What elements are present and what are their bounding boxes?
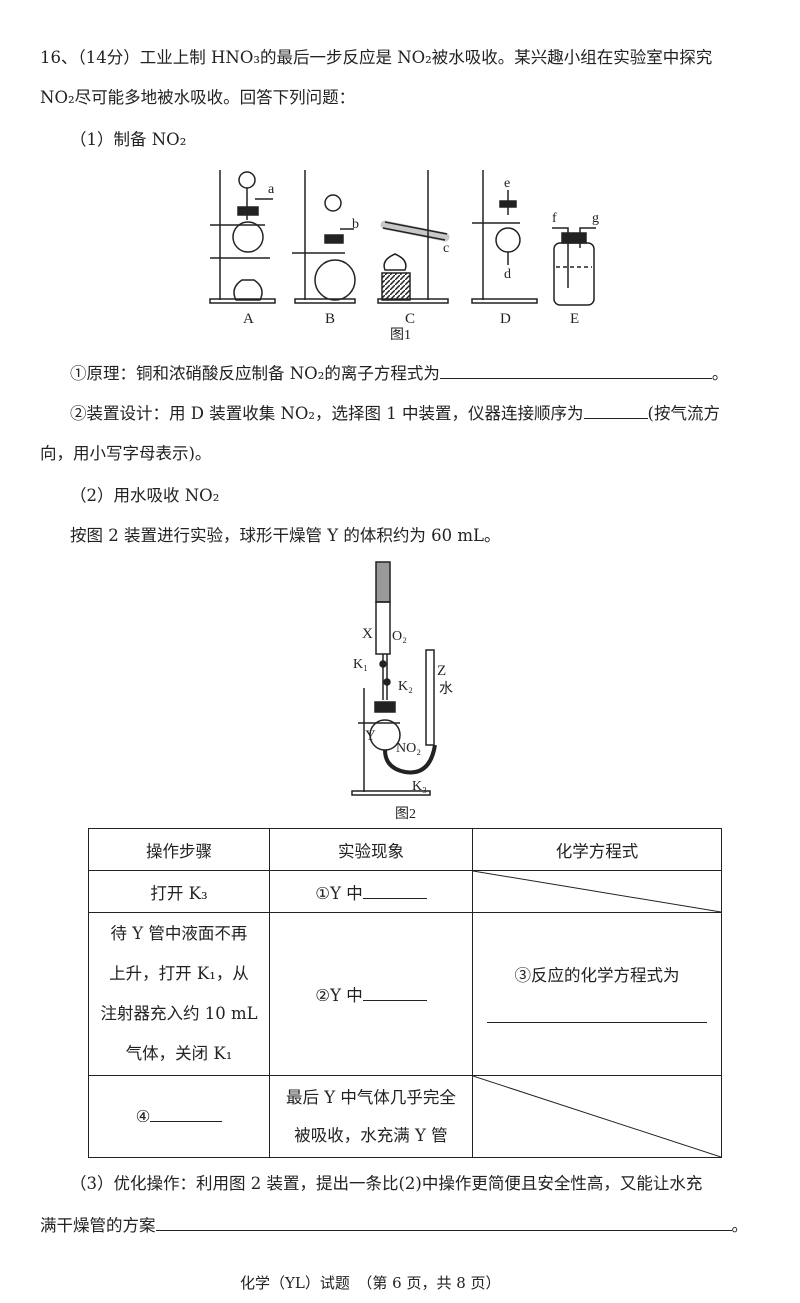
row1-phenomenon: ①Y 中 <box>269 870 473 913</box>
q1-label: ①原理：铜和浓硝酸反应制备 NO₂的离子方程式为 <box>70 364 440 383</box>
part3-text: （3）优化操作：利用图 2 装置，提出一条比(2)中操作更简便且安全性高，又能让… <box>70 1174 703 1193</box>
port-g: g <box>592 211 599 226</box>
q2-answer-blank[interactable] <box>583 404 648 419</box>
q2-text-cont: 向，用小写字母表示)。 <box>40 444 212 463</box>
part2-title: （2）用水吸收 NO₂ <box>70 486 220 505</box>
question-line-1: 16、（14分）工业上制 HNO₃的最后一步反应是 NO₂被水吸收。某兴趣小组在… <box>40 48 713 67</box>
fig1-label-d-device: D <box>500 311 511 327</box>
fig1-caption: 图1 <box>390 328 411 340</box>
row3-phenomenon-line: 最后 Y 中气体几乎完全 <box>286 1087 456 1107</box>
row3-answer-blank[interactable] <box>150 1107 223 1122</box>
part3-text-cont: 满干燥管的方案 。 <box>40 1212 748 1236</box>
row2-step-line: 上升，打开 K₁，从 <box>109 964 249 983</box>
experiment-table: 操作步骤 实验现象 化学方程式 打开 K₃ ①Y 中 待 Y 管中液面不再 上升… <box>88 828 722 1158</box>
part3-end: 。 <box>731 1216 749 1235</box>
q2-text: ②装置设计：用 D 装置收集 NO₂，选择图 1 中装置，仪器连接顺序为 (按气流… <box>70 400 720 424</box>
row1-answer-blank[interactable] <box>362 884 427 899</box>
question-line-2: NO₂尽可能多地被水吸收。回答下列问题： <box>40 88 356 107</box>
port-b: b <box>352 217 359 232</box>
label-o2: O₂ <box>392 629 407 644</box>
table-row: ④ 最后 Y 中气体几乎完全 被吸收，水充满 Y 管 <box>88 1075 722 1158</box>
q1-text: ①原理：铜和浓硝酸反应制备 NO₂的离子方程式为 。 <box>70 360 728 384</box>
figure-2-apparatus: X O₂ K₁ K₂ Z 水 Y NO₂ K₃ 图2 <box>340 560 480 822</box>
row2-equation: ③反应的化学方程式为 <box>472 912 722 1076</box>
figure-1-apparatus: A B C D E a b c d e f g 图1 <box>200 155 620 340</box>
row2-equation-blank[interactable] <box>487 1008 707 1023</box>
row3-phenomenon-line: 被吸收，水充满 Y 管 <box>294 1125 448 1145</box>
row1-step: 打开 K₃ <box>88 870 270 913</box>
port-d: d <box>504 267 511 282</box>
part3-answer-blank[interactable] <box>155 1216 732 1231</box>
label-k3: K₃ <box>412 779 427 794</box>
label-z: Z <box>437 663 446 679</box>
q1-end: 。 <box>711 364 729 383</box>
fig2-caption: 图2 <box>395 807 416 822</box>
row2-phenomenon: ②Y 中 <box>269 912 473 1076</box>
header-step: 操作步骤 <box>88 828 270 871</box>
row2-step: 待 Y 管中液面不再 上升，打开 K₁，从 注射器充入约 10 mL 气体，关闭… <box>88 912 270 1076</box>
table-row: 待 Y 管中液面不再 上升，打开 K₁，从 注射器充入约 10 mL 气体，关闭… <box>88 912 722 1076</box>
row3-phenomenon: 最后 Y 中气体几乎完全 被吸收，水充满 Y 管 <box>269 1075 473 1158</box>
table-row: 打开 K₃ ①Y 中 <box>88 870 722 913</box>
fig1-label-c-device: C <box>405 311 415 327</box>
fig1-label-b-device: B <box>325 311 335 327</box>
port-e: e <box>504 176 510 191</box>
q1-answer-blank[interactable] <box>439 364 712 379</box>
row1-phenomenon-label: ①Y 中 <box>315 883 363 903</box>
label-k1: K₁ <box>353 657 368 672</box>
row2-step-line: 气体，关闭 K₁ <box>125 1044 233 1063</box>
q2-end: (按气流方 <box>647 404 720 423</box>
row1-equation-empty <box>472 870 722 913</box>
part2-intro: 按图 2 装置进行实验，球形干燥管 Y 的体积约为 60 mL。 <box>70 526 501 545</box>
row2-answer-blank[interactable] <box>362 986 427 1001</box>
label-water: 水 <box>439 681 453 697</box>
label-x: X <box>362 626 373 642</box>
label-y: Y <box>365 728 376 744</box>
label-k2: K₂ <box>398 679 413 694</box>
fig1-label-a-device: A <box>243 311 254 327</box>
port-a: a <box>268 182 275 197</box>
part1-title: （1）制备 NO₂ <box>70 130 187 149</box>
port-c: c <box>443 241 449 256</box>
header-phenomenon: 实验现象 <box>269 828 473 871</box>
row2-step-line: 待 Y 管中液面不再 <box>110 924 248 943</box>
page-footer: 化学（YL）试题 （第 6 页，共 8 页） <box>240 1274 501 1292</box>
row2-step-line: 注射器充入约 10 mL <box>100 1004 258 1023</box>
row2-equation-label: ③反应的化学方程式为 <box>514 965 680 985</box>
label-no2: NO₂ <box>396 741 421 756</box>
q2-label: ②装置设计：用 D 装置收集 NO₂，选择图 1 中装置，仪器连接顺序为 <box>70 404 584 423</box>
port-f: f <box>552 211 557 226</box>
fig1-label-e-device: E <box>570 311 579 327</box>
row3-step-label: ④ <box>135 1107 151 1126</box>
part3-label: 满干燥管的方案 <box>40 1216 156 1235</box>
row3-equation-empty <box>472 1075 722 1158</box>
header-equation: 化学方程式 <box>472 828 722 871</box>
row3-step: ④ <box>88 1075 270 1158</box>
row2-phenomenon-label: ②Y 中 <box>315 986 363 1005</box>
